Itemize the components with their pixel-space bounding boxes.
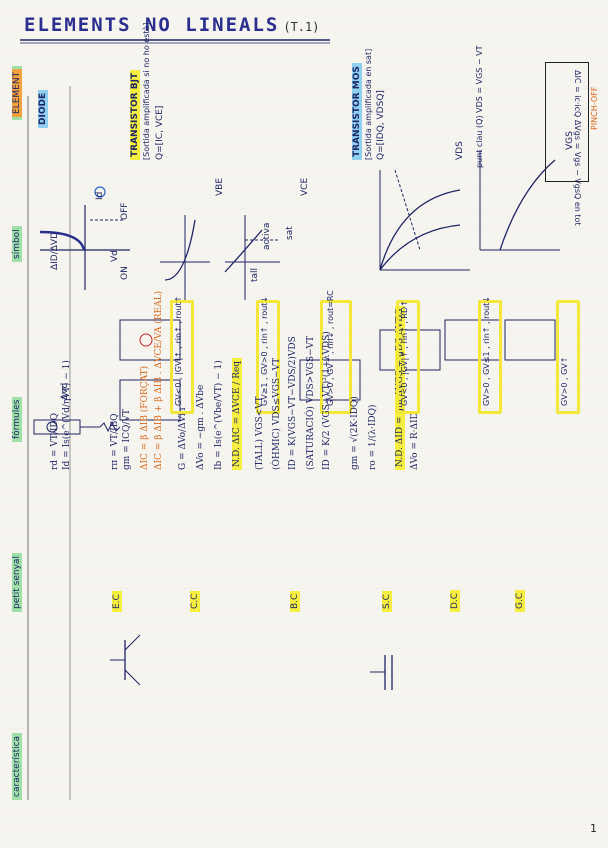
mos-q: Q=[IDQ, VDSQ] [376, 90, 386, 160]
mos-ohmic-eq: ID = K(VGS−VT−VDS/2)VDS [288, 336, 298, 470]
diode-on: ON [120, 266, 130, 280]
bjt-bc-result-box [320, 300, 352, 414]
bjt-bc-text: B.C [290, 590, 300, 612]
mos-label-text: TRANSISTOR MOS [352, 63, 362, 160]
mos-av: ΔVo = R·ΔID [410, 412, 420, 470]
bjt-q: Q=[IC, VCE] [155, 105, 165, 160]
mos-vgs-axis: VGS [565, 131, 575, 150]
mos-sc-result-box [396, 300, 420, 414]
mos-dc-result: GV>0 , GV≤1 , rin↑ , rout↓ [482, 295, 491, 406]
col-element: ELEMENT [12, 65, 22, 120]
bjt-vbe-axis: VBE [215, 177, 225, 196]
col-simbol: símbol [12, 226, 22, 262]
mos-sc-result: GV<0 , |GV|↑ , rin↑ , RD↑ [400, 300, 409, 406]
mos-tall: (TALL) VGS<VT [255, 396, 265, 470]
page-marker: 1 [590, 822, 597, 835]
bjt-gm: gm = ICQ/VT [122, 409, 132, 470]
bjt-label-text: TRANSISTOR BJT [130, 69, 140, 160]
diode-label-text: DIODE [38, 89, 48, 128]
bjt-ec-result: GV<0 , |GV|↑ , rin↑ , rout↑ [174, 295, 183, 406]
bjt-ib-eq: Ib = Is(e^(Vbe/VT) − 1) [214, 360, 224, 470]
mos-gc-result: GV>0 , GV↑ [560, 356, 569, 406]
diode-off: OFF [120, 202, 130, 220]
bjt-label: TRANSISTOR BJT [130, 69, 140, 160]
mos-gm: gm = √(2K·IDQ) [350, 396, 360, 470]
bjt-rpi: rπ = VT/IBQ [110, 413, 120, 470]
mos-sat-eq: ID = K/2 (VGS−VT)²(1+λVDS) [322, 331, 332, 470]
bjt-sat: sat [285, 226, 295, 240]
bjt-cc-result: GV≥1 , GV>0 , rin↑ , rout↓ [260, 295, 269, 406]
col-formules: fórmules [12, 396, 22, 442]
bjt-vce-axis: VCE [300, 177, 310, 196]
mos-gc-label: G.C [515, 589, 525, 612]
diode-label: DIODE [38, 89, 48, 128]
bjt-cc-label: C.C [190, 590, 200, 612]
diode-symbol-note: ΔID/ΔVD [50, 231, 60, 270]
mos-dc-result-box [478, 300, 502, 414]
bjt-ec-result-box [170, 300, 194, 414]
mos-dc-text: D.C [450, 589, 460, 612]
col-element-text: ELEMENT [12, 68, 22, 117]
bjt-dic-forcat: ΔIC = β ΔIB (FORÇAT) [140, 365, 150, 470]
mos-gc-result-box [556, 300, 580, 414]
mos-ro: ro = 1/(λ·IDQ) [368, 404, 378, 470]
legend-text: ΔIC = ic·icQ ΔVgs = Vgs − VgsQ en tot [573, 70, 582, 226]
mos-vds-axis: VDS [455, 141, 465, 160]
diode-id: Id = Is(e^(Vd/ηVT) − 1) [62, 360, 72, 470]
section-number: (T.1) [283, 20, 320, 34]
mos-sc-text: S.C [382, 591, 392, 612]
page-title: ELEMENTS NO LINEALS(T.1) [24, 14, 319, 36]
col-caracteristica: característica [12, 732, 22, 800]
bjt-av: ΔVo = −gm . ΔVbe [196, 384, 206, 470]
bjt-note: [Sortida amplificada si no ho està] [142, 22, 151, 160]
mos-sat: (SATURACIÓ) VDS>VGS−VT [306, 335, 316, 470]
mos-sc-label: S.C [382, 591, 392, 612]
bjt-activa: activa [262, 222, 272, 250]
mos-ohmic: (ÒHMIC) VDS≤VGS−VT [272, 357, 282, 470]
bjt-cc-text: C.C [190, 590, 200, 612]
diode-axis-i: Id [95, 191, 105, 200]
mos-punt-clau: punt clau (Q) VDS = VGS − VT [475, 45, 484, 168]
bjt-tall: tall [250, 267, 260, 282]
bjt-bc-label: B.C [290, 590, 300, 612]
bjt-ec-text: E.C [112, 591, 122, 612]
diode-rd: rd = VT/IDQ [50, 412, 60, 470]
bjt-dic-real: ΔIC = β ΔIB + β ΔIB . ΔVCE/VA (REAL) [154, 290, 164, 470]
mos-dc-label: D.C [450, 589, 460, 612]
bjt-nd: N.D. ΔIC = ΔVCE / Req [232, 357, 242, 470]
diode-axis-v: Vd [110, 250, 120, 262]
mos-note: [Sortida amplificada en sat] [364, 48, 373, 160]
bjt-cc-result-box [256, 300, 280, 414]
bjt-nd-text: N.D. ΔIC = ΔVCE / Req [232, 357, 242, 470]
diode-small-signal: Δvd [60, 382, 70, 400]
legend-box [545, 62, 589, 182]
bjt-ec-label: E.C [112, 591, 122, 612]
mos-pinchoff: PINCH-OFF [590, 86, 599, 130]
mos-gc-text: G.C [515, 589, 525, 612]
col-petit-senyal: petit senyal [12, 553, 22, 612]
bjt-gain: G = ΔVo/ΔVin [178, 407, 188, 470]
title-text: ELEMENTS NO LINEALS [24, 14, 280, 36]
mos-label: TRANSISTOR MOS [352, 63, 362, 160]
